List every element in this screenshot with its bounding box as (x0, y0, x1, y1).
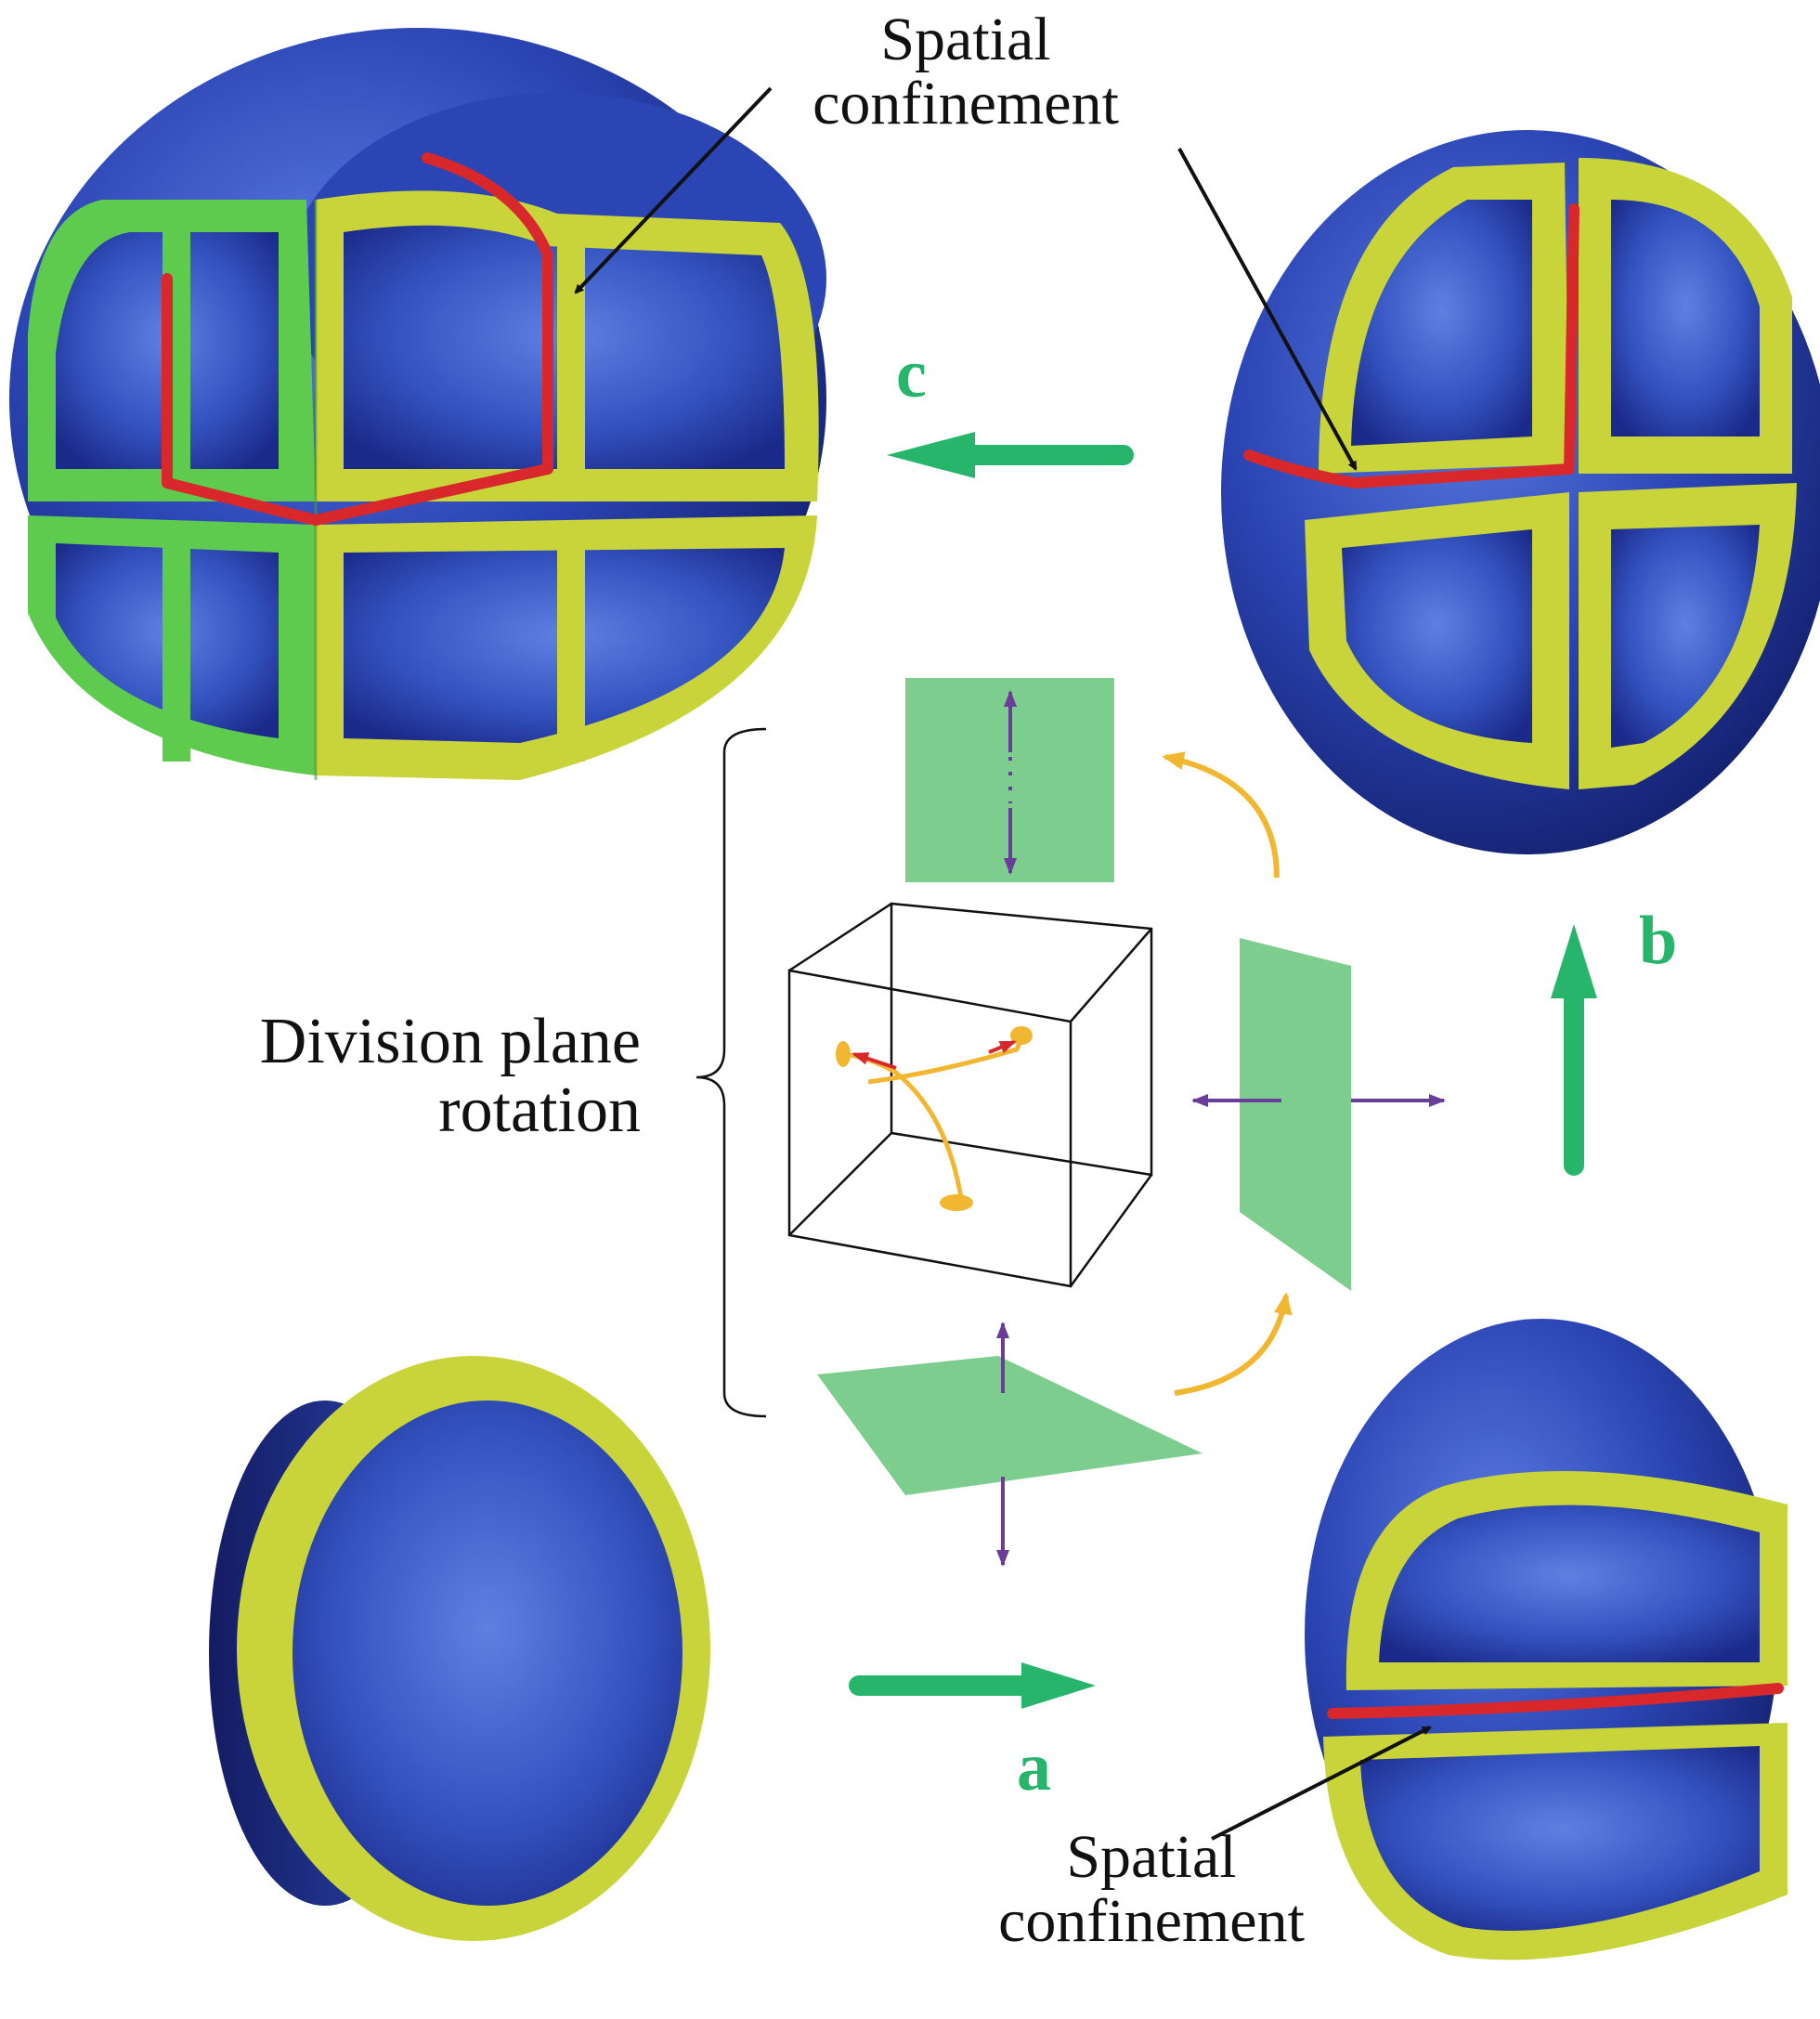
four-cell-embryo (1221, 130, 1820, 854)
pointer-arrow-bottom (1211, 1726, 1432, 1841)
label-line: confinement (812, 70, 1119, 138)
label-line: Spatial (880, 6, 1051, 73)
label-line: Division plane (259, 1006, 641, 1077)
step-label-a: a (1017, 1729, 1051, 1805)
step-arrow-c (887, 432, 1134, 478)
label-spatial-confinement-bottom: Spatial confinement (956, 1825, 1346, 1954)
step-arrow-a (849, 1662, 1096, 1709)
rotation-arrow-upper (1162, 751, 1280, 879)
label-division-plane-rotation: Division plane rotation (139, 1008, 641, 1144)
step-arrow-b (1551, 924, 1597, 1176)
confinement-line-a (1327, 1683, 1784, 1719)
wireframe-cube (787, 902, 1153, 1288)
division-plane-vertical-front (905, 678, 1114, 882)
two-cell-embryo (1305, 1319, 1788, 1960)
sphere-undivided (209, 1356, 710, 1941)
division-plane-horizontal (817, 1322, 1202, 1567)
grouping-brace (696, 727, 767, 1418)
label-line: confinement (998, 1887, 1305, 1956)
rotation-arrow-lower (1174, 1292, 1293, 1396)
label-line: Spatial (1066, 1823, 1237, 1891)
label-spatial-confinement-top: Spatial confinement (771, 7, 1161, 137)
pointer-arrow-top-right (1177, 148, 1358, 471)
confinement-line-c (162, 152, 553, 526)
confinement-line-b (1243, 203, 1580, 488)
label-line: rotation (438, 1074, 641, 1146)
spindle-rotation-paths (836, 1026, 1033, 1211)
eight-cell-embryo (9, 28, 826, 780)
pointer-arrow-top-left (574, 86, 773, 294)
step-label-c: c (896, 336, 927, 412)
step-label-b: b (1639, 903, 1678, 979)
division-plane-vertical-side (1191, 938, 1446, 1291)
